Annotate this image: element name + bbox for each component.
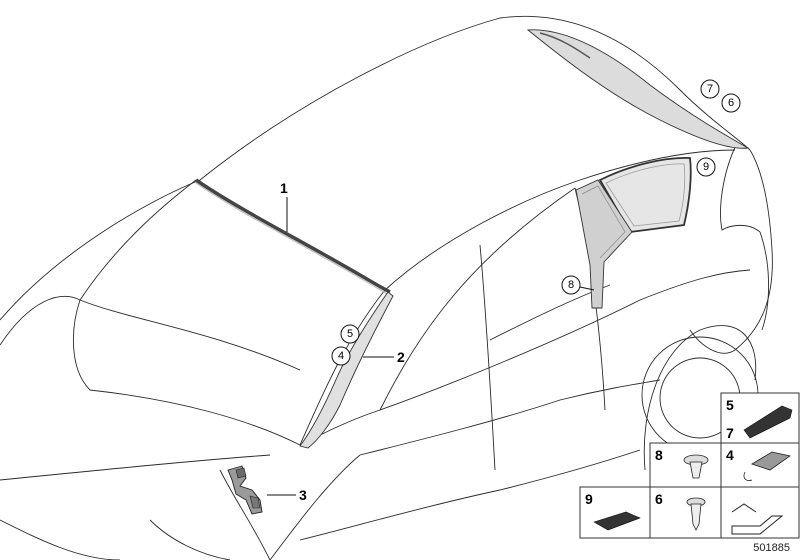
arrow-symbol-icon bbox=[731, 515, 784, 535]
clip-icon bbox=[683, 454, 709, 479]
svg-text:8: 8 bbox=[568, 279, 574, 291]
svg-text:5: 5 bbox=[347, 328, 353, 340]
callout-circle-7: 7 bbox=[700, 79, 720, 99]
legend-label-9: 9 bbox=[585, 491, 593, 507]
legend-box-8: 8 bbox=[649, 442, 722, 488]
cowl-bracket-part bbox=[227, 465, 263, 515]
rear-roof-panel bbox=[526, 29, 750, 149]
callout-2: 2 bbox=[397, 349, 405, 365]
screw-icon bbox=[686, 497, 706, 531]
parts-legend: 5 7 8 4 9 bbox=[579, 392, 800, 539]
connector-icon bbox=[743, 451, 791, 481]
a-pillar-trim bbox=[299, 291, 394, 449]
callout-circle-8: 8 bbox=[561, 275, 581, 295]
legend-box-5-7: 5 7 bbox=[720, 392, 800, 444]
callout-circle-5: 5 bbox=[340, 324, 360, 344]
callout-circle-6: 6 bbox=[721, 93, 741, 113]
svg-text:7: 7 bbox=[707, 83, 713, 95]
foam-strip-icon bbox=[743, 405, 793, 439]
callout-3: 3 bbox=[299, 487, 307, 503]
svg-text:4: 4 bbox=[338, 350, 344, 362]
callout-circle-4: 4 bbox=[331, 346, 351, 366]
rear-quarter-window bbox=[598, 157, 692, 233]
legend-box-arrow bbox=[720, 486, 800, 539]
legend-box-4: 4 bbox=[720, 442, 800, 488]
b-pillar-trim bbox=[575, 179, 633, 309]
svg-text:6: 6 bbox=[728, 97, 734, 109]
callout-circle-9: 9 bbox=[696, 157, 716, 177]
legend-label-7: 7 bbox=[726, 425, 734, 441]
legend-label-5: 5 bbox=[726, 397, 734, 413]
legend-label-6: 6 bbox=[655, 491, 663, 507]
legend-box-6: 6 bbox=[649, 486, 722, 539]
svg-text:9: 9 bbox=[703, 161, 709, 173]
diagram-code: 501885 bbox=[753, 542, 790, 554]
legend-box-9: 9 bbox=[579, 486, 651, 539]
legend-label-8: 8 bbox=[655, 447, 663, 463]
leader-lines bbox=[267, 197, 595, 496]
callout-1: 1 bbox=[280, 180, 288, 196]
legend-label-4: 4 bbox=[726, 447, 734, 463]
windshield-trim-strip bbox=[195, 178, 391, 294]
pad-icon bbox=[593, 511, 641, 531]
